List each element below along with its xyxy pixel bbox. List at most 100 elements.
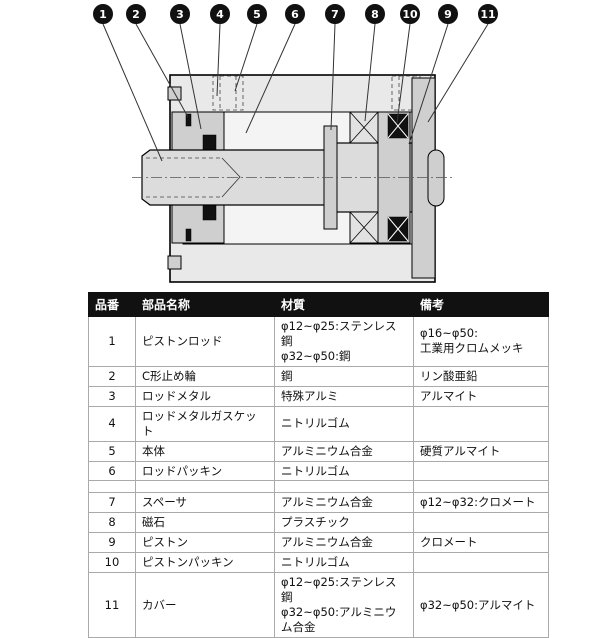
cell-name: ピストンパッキン xyxy=(135,552,275,574)
cylinder-diagram-svg: 1 2 3 4 5 6 7 8 10 9 11 xyxy=(93,4,498,283)
leader-line-4 xyxy=(216,23,221,97)
cell-note: φ12~φ32:クロメート xyxy=(413,492,549,514)
cell-name: スペーサ xyxy=(135,492,275,514)
leader-line-6 xyxy=(245,23,296,134)
cell-note xyxy=(413,480,549,494)
parts-table-head: 品番 部品名称 材質 備考 xyxy=(88,292,549,317)
svg-text:2: 2 xyxy=(132,8,140,21)
cell-note: アルマイト xyxy=(413,385,549,407)
svg-text:6: 6 xyxy=(291,8,299,21)
cell-name xyxy=(135,480,275,494)
svg-text:3: 3 xyxy=(176,8,184,21)
cell-material: プラスチック xyxy=(274,512,414,534)
cell-material: アルミニウム合金 xyxy=(274,492,414,514)
svg-text:11: 11 xyxy=(480,8,495,21)
cell-note xyxy=(413,460,549,482)
cell-material: ニトリルゴム xyxy=(274,405,414,442)
header-row: 品番 部品名称 材質 備考 xyxy=(88,292,549,317)
leader-line-7 xyxy=(330,23,336,131)
callout-10: 10 xyxy=(400,4,420,24)
svg-text:4: 4 xyxy=(216,8,224,21)
cell-no: 7 xyxy=(88,492,136,514)
svg-text:9: 9 xyxy=(444,8,452,21)
cell-no: 6 xyxy=(88,460,136,482)
rod-thread-cone xyxy=(221,157,241,198)
cell-name: ロッドパッキン xyxy=(135,460,275,482)
callout-7: 7 xyxy=(325,4,345,24)
svg-text:1: 1 xyxy=(99,8,107,21)
leader-line-2 xyxy=(135,23,189,118)
cell-material: φ12~φ25:ステンレス鋼 φ32~φ50:アルミニウム合金 xyxy=(274,572,414,638)
cell-no: 11 xyxy=(88,572,136,638)
cell-material: 特殊アルミ xyxy=(274,385,414,407)
rod-packing-top xyxy=(202,134,217,151)
cell-name: ロッドメタル xyxy=(135,385,275,407)
callout-3: 3 xyxy=(170,4,190,24)
callout-2: 2 xyxy=(126,4,146,24)
header-remarks: 備考 xyxy=(413,292,549,317)
cell-note: クロメート xyxy=(413,532,549,554)
leader-lines xyxy=(102,23,489,162)
cover-boss xyxy=(427,149,445,207)
cylinder-diagram: 1 2 3 4 5 6 7 8 10 9 11 xyxy=(0,0,600,290)
cell-note xyxy=(413,552,549,574)
cell-no: 1 xyxy=(88,316,136,367)
svg-text:10: 10 xyxy=(402,8,418,21)
callout-5: 5 xyxy=(247,4,267,24)
cell-no: 5 xyxy=(88,440,136,462)
c-ring-bottom xyxy=(185,228,192,242)
cell-material: 鋼 xyxy=(274,365,414,387)
cell-material: φ12~φ25:ステンレス鋼 φ32~φ50:鋼 xyxy=(274,316,414,367)
spacer-row xyxy=(88,480,549,494)
cell-no: 2 xyxy=(88,365,136,387)
cell-no xyxy=(88,480,136,494)
callout-11: 11 xyxy=(478,4,498,24)
cell-note xyxy=(413,405,549,442)
callout-1: 1 xyxy=(93,4,113,24)
leader-line-11 xyxy=(427,23,489,123)
cell-name: 磁石 xyxy=(135,512,275,534)
cell-material: ニトリルゴム xyxy=(274,552,414,574)
callouts-layer: 1 2 3 4 5 6 7 8 10 9 11 xyxy=(93,4,498,24)
cell-material: アルミニウム合金 xyxy=(274,532,414,554)
cell-note: リン酸亜鉛 xyxy=(413,365,549,387)
c-ring-top xyxy=(185,113,192,127)
header-part-name: 部品名称 xyxy=(135,292,275,317)
cell-material: アルミニウム合金 xyxy=(274,440,414,462)
leader-line-3 xyxy=(179,23,202,130)
cell-name: カバー xyxy=(135,572,275,638)
cell-no: 4 xyxy=(88,405,136,442)
callout-9: 9 xyxy=(438,4,458,24)
leader-line-10 xyxy=(396,23,411,124)
cell-note: φ16~φ50: 工業用クロムメッキ xyxy=(413,316,549,367)
cell-no: 8 xyxy=(88,512,136,534)
cell-name: C形止め輪 xyxy=(135,365,275,387)
cell-material: ニトリルゴム xyxy=(274,460,414,482)
cell-no: 9 xyxy=(88,532,136,554)
cell-name: ロッドメタルガスケット xyxy=(135,405,275,442)
cell-note: φ32~φ50:アルマイト xyxy=(413,572,549,638)
cell-note: 硬質アルマイト xyxy=(413,440,549,462)
leader-line-5 xyxy=(234,23,258,92)
leader-line-9 xyxy=(408,23,449,145)
cell-name: ピストンロッド xyxy=(135,316,275,367)
cell-material xyxy=(274,480,414,494)
cell-no: 3 xyxy=(88,385,136,407)
cell-note xyxy=(413,512,549,534)
header-part-number: 品番 xyxy=(88,292,136,317)
piston-packing xyxy=(387,113,409,242)
leader-line-1 xyxy=(102,23,163,162)
svg-text:7: 7 xyxy=(331,8,339,21)
svg-text:8: 8 xyxy=(371,8,379,21)
callout-4: 4 xyxy=(210,4,230,24)
